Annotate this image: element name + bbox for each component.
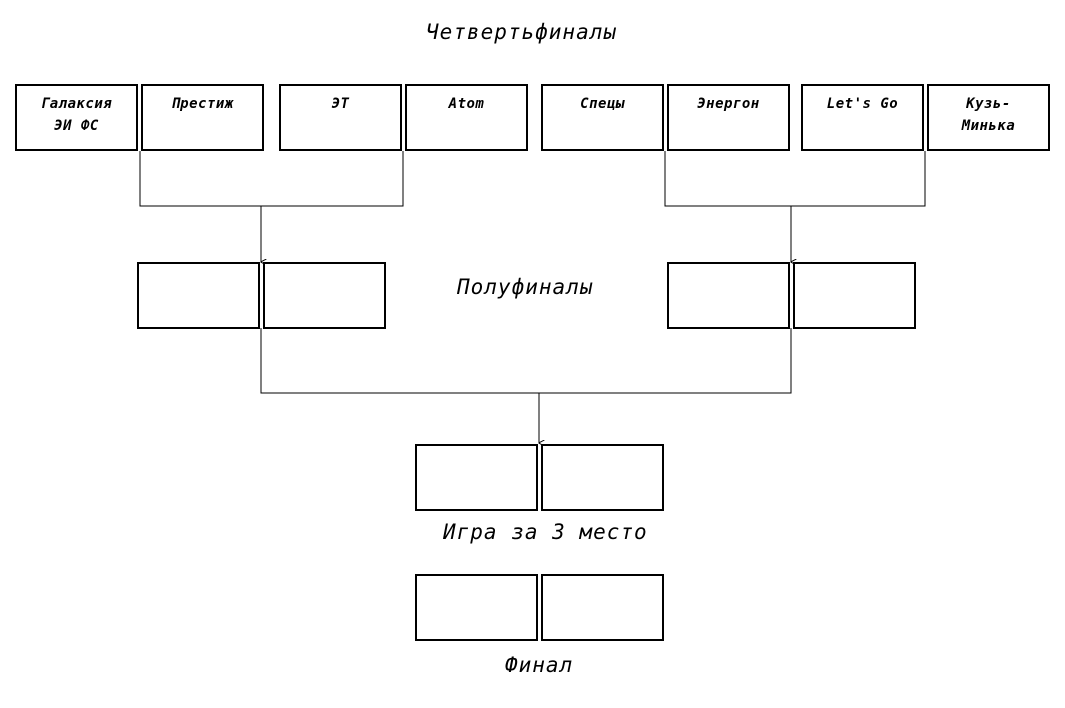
third-place-team-a-slot bbox=[415, 444, 538, 511]
connector-qf-right bbox=[664, 151, 926, 207]
semifinals-heading: Полуфиналы bbox=[457, 275, 594, 299]
third-place-heading: Игра за 3 место bbox=[443, 520, 648, 544]
team-name: Atom bbox=[448, 96, 485, 112]
qf4-team-a-box: Let's Go bbox=[801, 84, 924, 151]
team-name: ЭТ bbox=[331, 96, 350, 112]
sf2-team-b-slot bbox=[793, 262, 916, 329]
sf1-team-a-slot bbox=[137, 262, 260, 329]
final-heading: Финал bbox=[505, 653, 574, 677]
qf2-team-a-box: ЭТ bbox=[279, 84, 402, 151]
sf2-team-a-slot bbox=[667, 262, 790, 329]
team-name: Спецы bbox=[580, 96, 625, 112]
qf3-team-a-box: Спецы bbox=[541, 84, 664, 151]
sf1-team-b-slot bbox=[263, 262, 386, 329]
team-name: Кузь- Минька bbox=[961, 96, 1016, 134]
qf3-team-b-box: Энергон bbox=[667, 84, 790, 151]
qf1-team-a-box: Галаксия ЭИ ФС bbox=[15, 84, 138, 151]
team-name: Престиж bbox=[171, 96, 234, 112]
final-team-b-slot bbox=[541, 574, 664, 641]
team-name: Let's Go bbox=[826, 96, 899, 112]
qf4-team-b-box: Кузь- Минька bbox=[927, 84, 1050, 151]
third-place-team-b-slot bbox=[541, 444, 664, 511]
final-team-a-slot bbox=[415, 574, 538, 641]
connector-sf bbox=[260, 328, 792, 394]
connector-qf-left bbox=[139, 151, 404, 207]
quarterfinals-heading: Четвертьфиналы bbox=[426, 20, 618, 44]
team-name: Галаксия ЭИ ФС bbox=[40, 96, 113, 134]
qf2-team-b-box: Atom bbox=[405, 84, 528, 151]
qf1-team-b-box: Престиж bbox=[141, 84, 264, 151]
team-name: Энергон bbox=[697, 96, 760, 112]
